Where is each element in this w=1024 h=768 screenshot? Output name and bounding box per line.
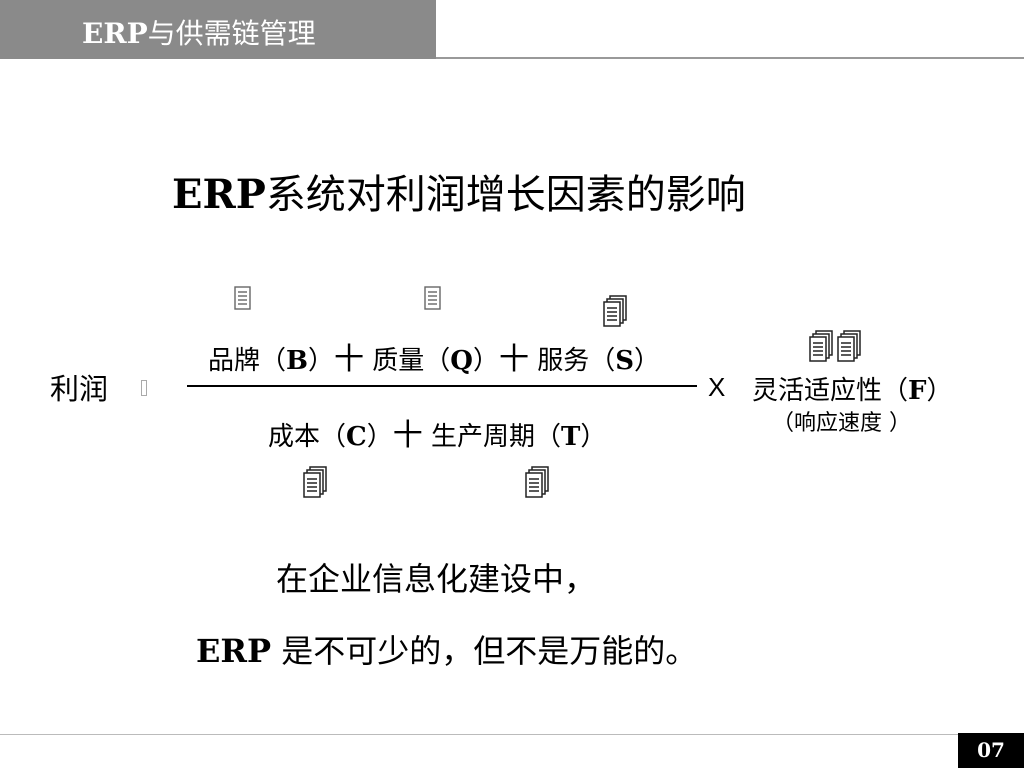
service-code: S bbox=[615, 346, 635, 376]
slide-title-cjk: 系统对利润增长因素的影响 bbox=[265, 172, 746, 218]
plus-sign: 十 bbox=[334, 342, 365, 377]
fraction-line bbox=[187, 385, 697, 387]
page-number: 07 bbox=[958, 733, 1024, 768]
flexibility-subtitle: （响应速度 ） bbox=[772, 411, 911, 436]
document-stack-icon bbox=[602, 295, 628, 327]
formula-numerator: 品牌（B）十 质量（Q）十 服务（S） bbox=[208, 334, 660, 378]
brand-close: ） bbox=[308, 346, 335, 376]
statement-latin: ERP bbox=[196, 632, 272, 670]
multiply-sign: X bbox=[708, 372, 726, 402]
quality-label: 质量（ bbox=[372, 346, 451, 376]
statement-line-2: ERP 是不可少的，但不是万能的。 bbox=[196, 626, 697, 672]
cycle-label: 生产周期（ bbox=[431, 422, 562, 452]
cost-close: ） bbox=[366, 422, 393, 452]
slide-title: ERP系统对利润增长因素的影响 bbox=[172, 162, 746, 220]
document-up-icon bbox=[422, 286, 448, 318]
service-close: ） bbox=[634, 346, 661, 376]
header-rule bbox=[436, 57, 1024, 59]
document-stack-icon bbox=[302, 466, 328, 498]
cycle-close: ） bbox=[580, 422, 607, 452]
header-title: ERP与供需链管理 bbox=[82, 12, 316, 52]
formula-denominator: 成本（C）十 生产周期（T） bbox=[268, 410, 606, 454]
document-stack-icon bbox=[808, 330, 834, 362]
cycle-code: T bbox=[561, 422, 581, 452]
quality-close: ） bbox=[472, 346, 499, 376]
quality-code: Q bbox=[450, 346, 473, 376]
flexibility-code: F bbox=[908, 376, 927, 406]
brand-label: 品牌（ bbox=[208, 346, 287, 376]
brand-code: B bbox=[286, 346, 308, 376]
statement-cjk: 是不可少的，但不是万能的。 bbox=[271, 632, 698, 670]
slide-title-latin: ERP bbox=[172, 171, 266, 218]
plus-sign: 十 bbox=[498, 342, 529, 377]
header-bar bbox=[0, 0, 436, 59]
document-stack-icon bbox=[524, 466, 550, 498]
cost-label: 成本（ bbox=[268, 422, 347, 452]
cost-code: C bbox=[346, 422, 367, 452]
statement-line-1: 在企业信息化建设中， bbox=[276, 560, 597, 598]
profit-label: 利润 bbox=[50, 372, 109, 406]
document-stack-icon bbox=[836, 330, 862, 362]
placeholder-glyph bbox=[141, 380, 147, 396]
plus-sign: 十 bbox=[392, 418, 423, 453]
document-up-icon bbox=[232, 286, 258, 318]
service-label: 服务（ bbox=[537, 346, 616, 376]
footer-rule bbox=[0, 734, 958, 735]
header-title-cjk: 与供需链管理 bbox=[147, 17, 316, 50]
flexibility-term: 灵活适应性（F） bbox=[752, 370, 953, 407]
header-title-latin: ERP bbox=[82, 17, 148, 50]
flexibility-close: ） bbox=[926, 376, 953, 406]
flexibility-label: 灵活适应性（ bbox=[752, 376, 909, 406]
